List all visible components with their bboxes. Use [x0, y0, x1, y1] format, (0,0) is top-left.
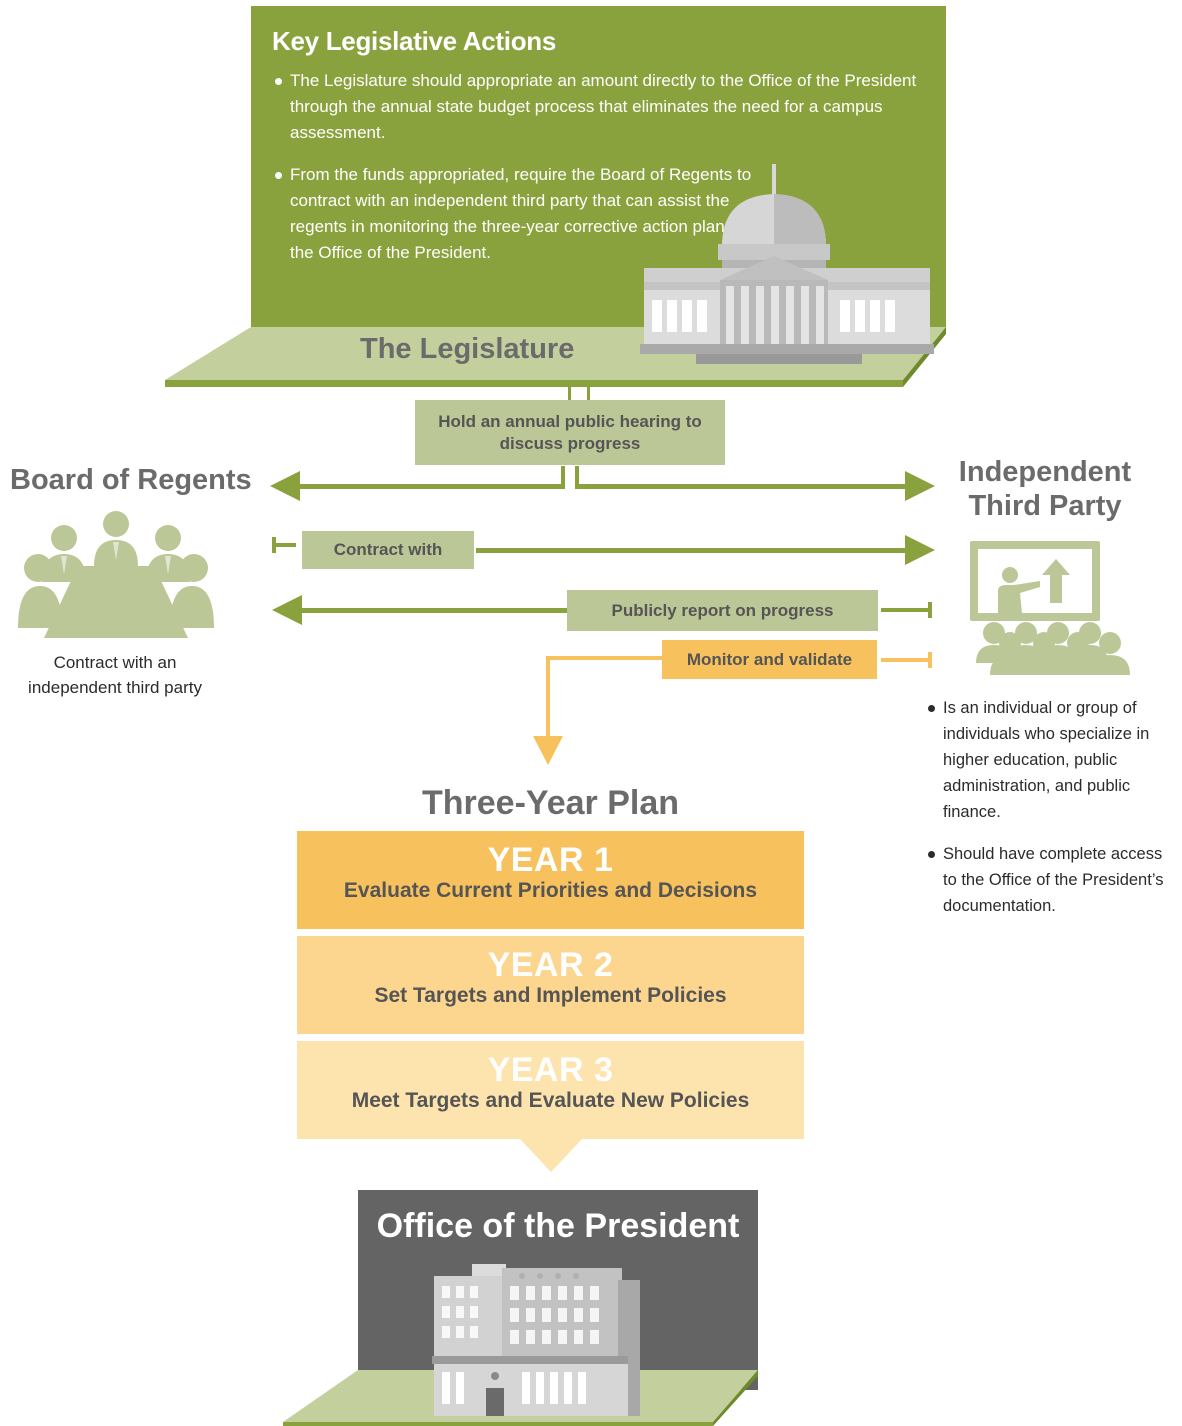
publicly-report-action: Publicly report on progress	[567, 590, 878, 631]
public-hearing-action: Hold an annual public hearing to discuss…	[415, 400, 725, 465]
board-of-regents-title: Board of Regents	[10, 464, 252, 496]
hearing-arrows	[270, 466, 935, 501]
board-caption: Contract with an independent third party	[28, 653, 202, 697]
third-party-title: Independent Third Party	[958, 456, 1132, 522]
legislative-actions-heading: Key Legislative Actions	[272, 26, 557, 56]
presentation-icon	[970, 541, 1130, 675]
legislature-label: The Legislature	[360, 333, 575, 365]
year-description: Set Targets and Implement Policies	[374, 984, 727, 1007]
third-party-item: Should have complete access to the Offic…	[928, 841, 1173, 919]
legislative-action-item: The Legislature should appropriate an am…	[275, 68, 930, 146]
year-1-block: YEAR 1 Evaluate Current Priorities and D…	[297, 831, 804, 929]
year-2-block: YEAR 2 Set Targets and Implement Policie…	[297, 936, 804, 1034]
plan-down-pointer	[520, 1139, 582, 1172]
contract-arrow	[272, 535, 935, 565]
year-3-block: YEAR 3 Meet Targets and Evaluate New Pol…	[297, 1041, 804, 1139]
year-description: Meet Targets and Evaluate New Policies	[351, 1089, 750, 1112]
year-description: Evaluate Current Priorities and Decision…	[343, 879, 758, 902]
capitol-building-icon	[640, 164, 934, 364]
office-title: Office of the President	[376, 1207, 740, 1245]
legislature-stem	[569, 384, 589, 387]
legislative-action-item: From the funds appropriated, require the…	[275, 162, 760, 266]
year-label: YEAR 2	[487, 946, 614, 984]
contract-with-action: Contract with	[302, 531, 474, 569]
three-year-plan-title: Three-Year Plan	[421, 784, 679, 822]
third-party-item: Is an individual or group of individuals…	[928, 695, 1173, 825]
year-label: YEAR 3	[487, 1051, 614, 1089]
office-building-icon	[432, 1264, 640, 1416]
flow-connectors	[270, 384, 935, 765]
monitor-arrow	[533, 652, 932, 765]
board-meeting-icon	[18, 511, 214, 638]
year-label: YEAR 1	[487, 841, 614, 879]
monitor-validate-action: Monitor and validate	[662, 640, 877, 679]
report-arrow	[272, 595, 932, 625]
